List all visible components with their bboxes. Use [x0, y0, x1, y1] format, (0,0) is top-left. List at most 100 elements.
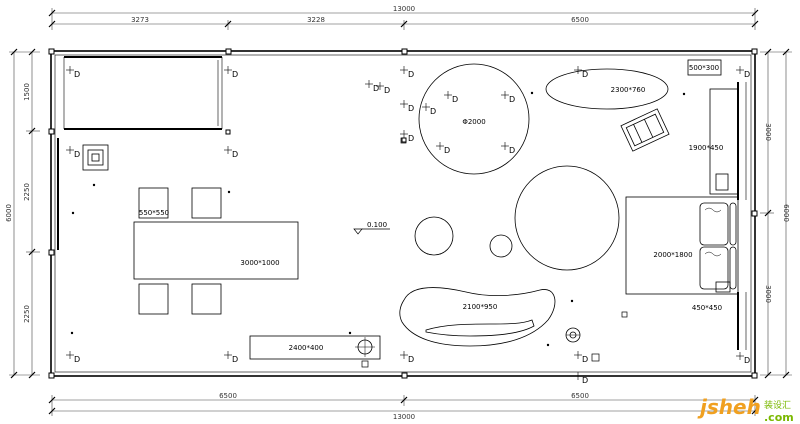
dim-bottom-seg-1: 6500	[219, 392, 237, 400]
sofa	[399, 287, 556, 347]
dim-bottom-total: 13000	[393, 413, 415, 421]
chair-4	[191, 283, 222, 315]
dim-left-total: 6000	[5, 204, 13, 222]
downlight-13: D	[444, 91, 458, 104]
level-mark	[353, 228, 390, 235]
downlight-label: D	[384, 86, 390, 95]
label-counter: 2400*400	[289, 344, 324, 352]
large-round-rug	[514, 165, 620, 271]
dimension-texts: 13000 3273 3228 6500 6500 6500 13000 600…	[5, 5, 790, 421]
downlight-label: D	[452, 95, 458, 104]
downlight-label: D	[582, 70, 588, 79]
downlight-label: D	[444, 146, 450, 155]
downlight-label: D	[509, 95, 515, 104]
watermark-suffix: .com	[764, 411, 794, 424]
downlight-label: D	[74, 150, 80, 159]
downlight-16: D	[574, 66, 588, 79]
downlight-label: D	[509, 146, 515, 155]
watermark: jsheh 装设汇 .com	[697, 395, 794, 424]
chair-1	[138, 187, 169, 219]
downlight-17: D	[736, 66, 750, 79]
sign-box	[687, 59, 722, 76]
downlight-18: D	[574, 351, 588, 364]
label-bed: 2000*1800	[653, 251, 692, 259]
label-table-small: 550*550	[139, 209, 169, 217]
oval-table	[545, 68, 669, 110]
downlight-22: D	[376, 82, 390, 95]
dim-left-seg-1: 1500	[23, 83, 31, 101]
label-table-long: 3000*1000	[240, 259, 279, 267]
lounge-chair	[620, 108, 670, 152]
dimension-ticks	[10, 9, 790, 415]
misc-markers	[70, 91, 686, 347]
downlight-label: D	[408, 134, 414, 143]
downlight-10: D	[400, 130, 414, 143]
dim-top-seg-1: 3273	[131, 16, 149, 24]
downlight-label: D	[430, 107, 436, 116]
dim-left-seg-2: 2250	[23, 183, 31, 201]
downlight-label: D	[232, 150, 238, 159]
dim-top-total: 13000	[393, 5, 415, 13]
label-side-cabinet: 1900*450	[689, 144, 724, 152]
small-boxes	[361, 137, 628, 368]
bed	[625, 196, 739, 295]
dim-right-total: 6000	[782, 204, 790, 222]
chair-3	[138, 283, 169, 315]
label-sofa: 2100*950	[463, 303, 498, 311]
downlight-15: D	[501, 142, 515, 155]
downlight-2: D	[224, 66, 238, 79]
downlight-label: D	[232, 355, 238, 364]
downlight-label: D	[408, 104, 414, 113]
downlight-21: D	[736, 352, 750, 365]
dim-right-seg-1: 3000	[764, 123, 772, 141]
downlight-label: D	[373, 84, 379, 93]
label-round-table: Φ2000	[462, 118, 485, 126]
dim-bottom-seg-2: 6500	[571, 392, 589, 400]
downlight-20: D	[400, 351, 414, 364]
downlight-label: D	[582, 355, 588, 364]
downlight-7: D	[400, 66, 414, 79]
downlight-label: D	[408, 355, 414, 364]
wall-columns	[48, 48, 758, 379]
downlight-label: D	[408, 70, 414, 79]
counter	[249, 335, 381, 360]
level-mark-value: 0.100	[367, 221, 387, 229]
downlight-label: D	[744, 70, 750, 79]
downlight-4: D	[224, 146, 238, 159]
downlight-label: D	[74, 70, 80, 79]
downlight-label: D	[74, 355, 80, 364]
furniture-labels: 550*550 3000*1000 Φ2000 2300*760 500*300…	[139, 64, 723, 352]
downlight-label: D	[232, 70, 238, 79]
downlight-3: D	[66, 146, 80, 159]
dim-top-seg-3: 6500	[571, 16, 589, 24]
label-oval-table: 2300*760	[611, 86, 646, 94]
downlight-label: D	[582, 376, 588, 385]
downlight-1: D	[66, 66, 80, 79]
downlight-14: D	[501, 91, 515, 104]
side-cabinet	[709, 88, 739, 195]
label-nightstand: 450*450	[692, 304, 722, 312]
small-round-table	[414, 216, 454, 256]
downlight-12: D	[436, 142, 450, 155]
dim-top-seg-2: 3228	[307, 16, 325, 24]
dim-right-seg-2: 3000	[764, 285, 772, 303]
watermark-brand: jsheh	[697, 395, 761, 419]
watermark-chinese: 装设汇	[764, 399, 791, 411]
furniture	[57, 56, 747, 360]
downlight-label: D	[744, 356, 750, 365]
dim-left-seg-3: 2250	[23, 305, 31, 323]
downlight-19: D	[574, 372, 588, 385]
round-table	[418, 63, 530, 175]
square-fixture	[82, 144, 109, 171]
long-table	[133, 221, 299, 280]
downlight-5: D	[66, 351, 80, 364]
downlight-6: D	[224, 351, 238, 364]
inner-wall	[54, 54, 752, 373]
label-sign-box: 500*300	[689, 64, 719, 72]
downlight-9: D	[400, 100, 414, 113]
downlight-8: D	[365, 80, 379, 93]
tiny-round-table	[489, 234, 513, 258]
downlight-11: D	[422, 103, 436, 116]
